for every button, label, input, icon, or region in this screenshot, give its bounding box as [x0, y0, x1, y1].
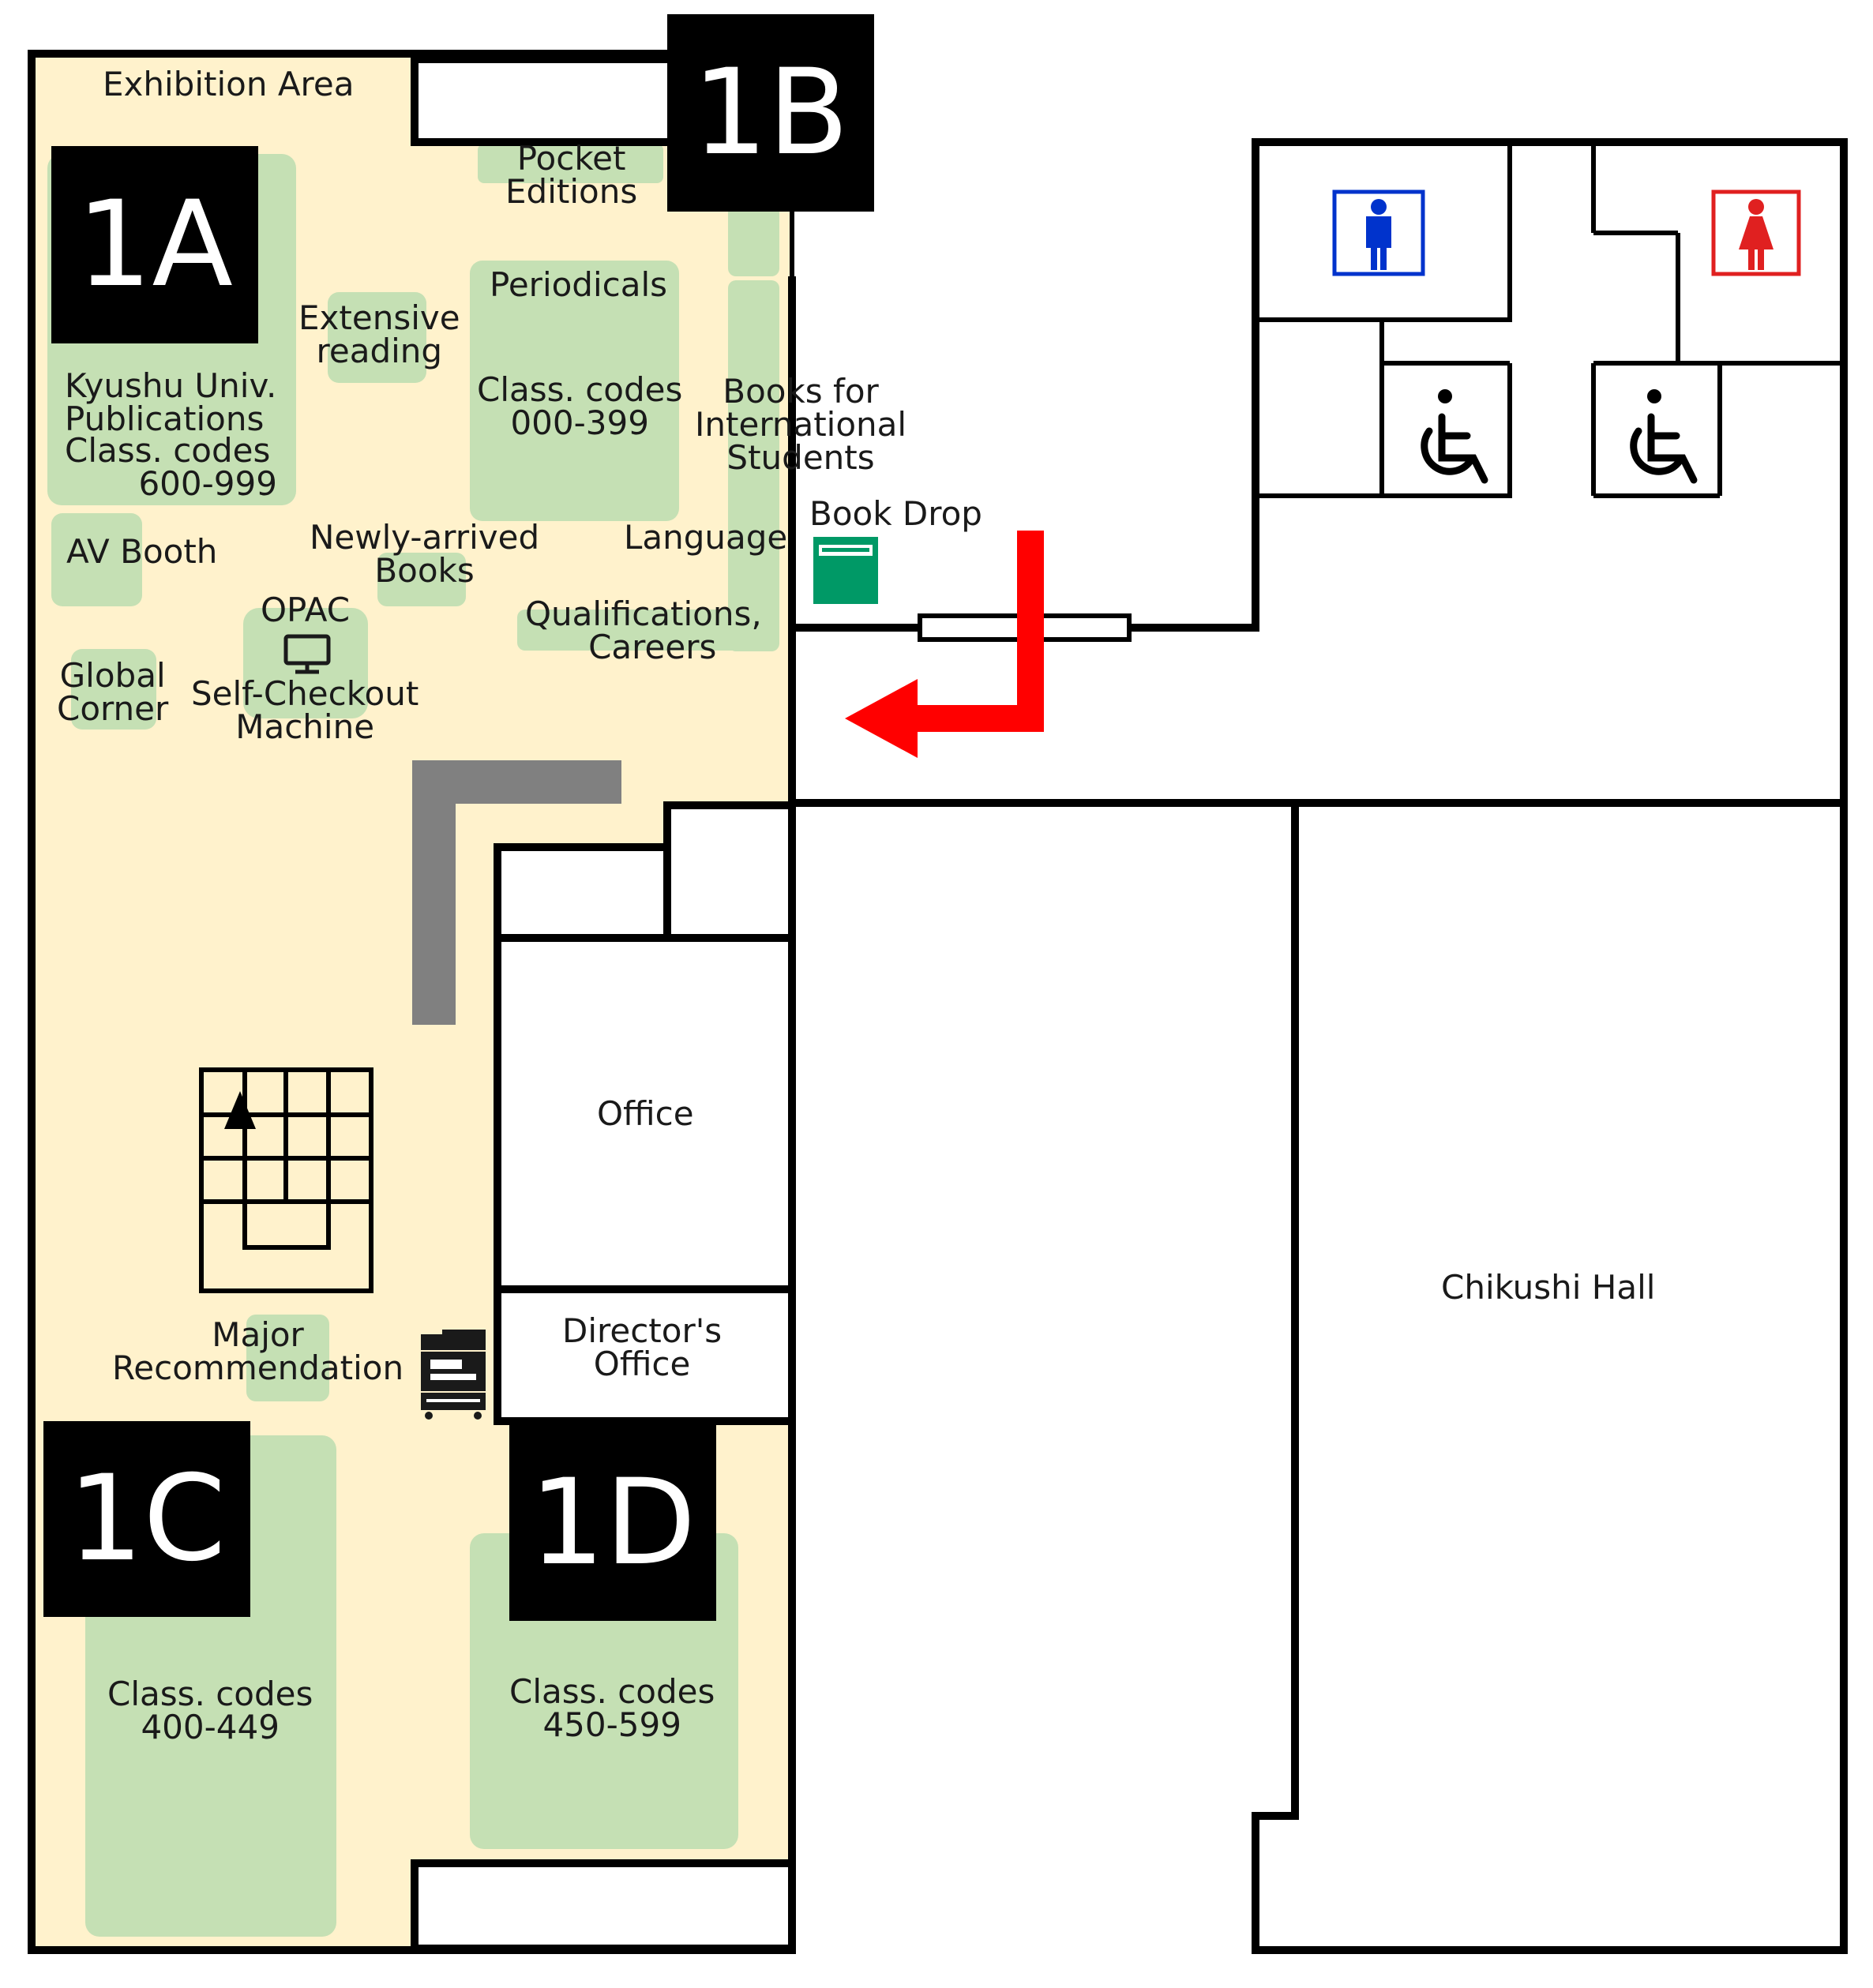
class-600-999-label: Class. codes 600-999: [65, 431, 277, 503]
shelf-right-wall: [728, 280, 779, 651]
zone-1c-label: 1C: [43, 1421, 250, 1617]
office-small-room-a: [494, 843, 671, 942]
book-drop-slot-inner: [822, 548, 869, 552]
shelf-qualifications: [517, 610, 778, 651]
office-room: [494, 934, 796, 1293]
major-recommendation-label: Major Recommendation: [112, 1315, 404, 1387]
class-000-399-label: Class. codes 000-399: [477, 370, 683, 442]
copier-panel: [430, 1360, 462, 1369]
kyushu-publications-label: Kyushu Univ. Publications: [65, 366, 277, 438]
office-label: Office: [597, 1094, 694, 1133]
female-head: [1748, 199, 1764, 215]
global-corner-label: Global Corner: [57, 656, 169, 728]
shelf-periodicals: [470, 261, 679, 521]
books-international-label: Books for International Students: [695, 372, 907, 477]
language-label: Language: [624, 518, 788, 557]
route-arrow-head: [845, 679, 918, 758]
book-drop-icon[interactable]: [813, 537, 878, 604]
monitor-icon[interactable]: [283, 634, 331, 674]
director-office-room: [494, 1285, 796, 1425]
shelf-major-recommendation: [246, 1315, 329, 1401]
library-walls: [28, 50, 796, 1954]
shelf-areas: [47, 144, 779, 1937]
stairs-icon: [199, 1067, 373, 1293]
bottom-right-box: [411, 1859, 796, 1952]
male-body: [1366, 216, 1391, 270]
route-arrow-icon: [845, 531, 1044, 758]
male-restroom-icon[interactable]: [1332, 189, 1425, 276]
copier-top-sheet: [442, 1330, 486, 1334]
copier-wheel-right: [474, 1412, 482, 1420]
shelf-newly-arrived: [377, 553, 466, 606]
copier-body: [421, 1352, 486, 1391]
copier-icon[interactable]: [421, 1330, 486, 1420]
wheelchair-2-wheel: [1630, 427, 1683, 475]
self-checkout-label: Self-Checkout Machine: [191, 674, 419, 746]
wheelchair-icon[interactable]: [1630, 389, 1698, 484]
periodicals-label: Periodicals: [490, 265, 668, 304]
exhibition-box: [411, 55, 679, 146]
shelf-extensive-reading: [328, 292, 426, 383]
route-arrow-vertical: [1017, 531, 1044, 732]
stairs-landing: [242, 1202, 331, 1250]
female-restroom-icon[interactable]: [1711, 189, 1801, 276]
copier-panel-2: [430, 1374, 476, 1380]
book-drop-label: Book Drop: [809, 494, 982, 533]
copier-wheel-left: [425, 1412, 433, 1420]
zone-1a-label: 1A: [51, 146, 258, 343]
exhibition-area-label: Exhibition Area: [103, 65, 355, 103]
stairs-up-arrow: [224, 1091, 256, 1129]
shelf-right-wall-top: [728, 193, 779, 276]
shelf-pocket-editions: [478, 144, 663, 183]
class-450-599-label: Class. codes 450-599: [509, 1672, 715, 1744]
zone-1b-label: 1B: [667, 14, 874, 212]
route-arrow-horizontal: [914, 705, 1044, 732]
copier-lid: [421, 1334, 486, 1350]
class-400-449-label: Class. codes 400-449: [107, 1675, 313, 1746]
copier-tray-line: [426, 1399, 480, 1402]
newly-arrived-label: Newly-arrived Books: [310, 518, 540, 590]
chikushi-hall-label: Chikushi Hall: [1441, 1268, 1656, 1307]
female-body: [1739, 216, 1774, 270]
male-head: [1371, 199, 1387, 215]
zone-1d-label: 1D: [509, 1425, 716, 1621]
office-small-room-b: [663, 801, 796, 942]
corridor-walls: [792, 138, 1848, 1954]
pocket-editions-label: Pocket Editions: [505, 139, 638, 211]
shelf-av-booth: [51, 513, 142, 606]
wheelchair-1-head: [1438, 389, 1452, 403]
service-counter: [412, 760, 621, 1025]
counter-left: [412, 760, 456, 1025]
shelf-global-corner: [71, 649, 156, 730]
extensive-reading-label: Extensive reading: [298, 298, 460, 370]
directors-office-label: Director's Office: [562, 1311, 723, 1383]
qualifications-careers-label: Qualifications, Careers: [525, 595, 762, 666]
wheelchair-icon[interactable]: [1421, 389, 1488, 484]
wheelchair-2-head: [1647, 389, 1661, 403]
restroom-interior-walls: [1256, 142, 1844, 498]
av-booth-label: AV Booth: [66, 532, 218, 571]
wheelchair-1-wheel: [1421, 427, 1474, 475]
opac-label: OPAC: [261, 591, 351, 629]
